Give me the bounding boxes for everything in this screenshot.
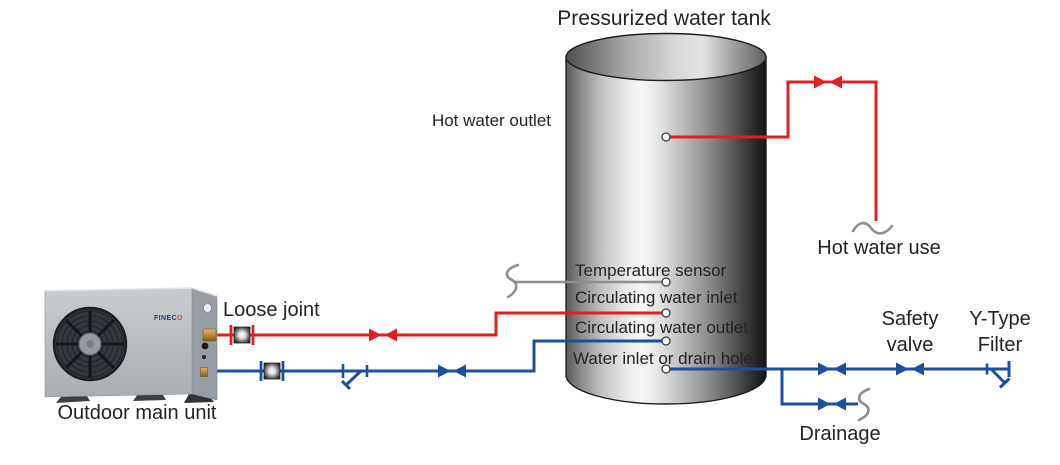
outdoor-main-unit-label: Outdoor main unit <box>58 402 217 424</box>
pipe-fitting-icon <box>202 328 217 342</box>
port-icon <box>202 355 206 359</box>
hot-valve-icon <box>814 75 842 89</box>
water-inlet-drain-label: Water inlet or drain hole <box>573 349 753 368</box>
hot-water-outlet-pipe <box>670 80 878 221</box>
tank-body <box>565 56 767 405</box>
brand-logo: FINECO <box>154 315 183 322</box>
loose-joint-cold-icon <box>259 361 285 381</box>
tank-top <box>565 32 767 82</box>
inlet-valve-icon <box>369 328 397 342</box>
circulating-outlet-port <box>661 336 671 346</box>
temperature-sensor-wire <box>505 263 662 299</box>
drain-valve-icon <box>818 397 846 411</box>
outdoor-main-unit: FINECO <box>44 287 218 403</box>
main-line-valve-icon <box>818 362 846 376</box>
vent-icon <box>203 303 212 313</box>
hot-water-outlet-port <box>661 132 671 142</box>
circulating-water-inlet-label: Circulating water inlet <box>575 288 738 307</box>
safety-valve-label-line1: Safety <box>882 308 939 330</box>
loose-joint-hot-icon <box>229 325 255 345</box>
tank-title: Pressurized water tank <box>557 7 771 30</box>
water-inlet-drain-port <box>661 364 671 374</box>
temperature-sensor-label: Temperature sensor <box>575 261 727 280</box>
y-type-filter-label-line1: Y-Type <box>969 308 1031 330</box>
y-strainer-left-icon <box>340 364 369 391</box>
port-icon <box>201 342 209 350</box>
drainage-squiggle-icon <box>857 387 871 422</box>
circulating-water-outlet-label: Circulating water outlet <box>575 318 748 337</box>
pipe-fitting-icon <box>200 367 208 377</box>
fan-icon <box>52 306 128 382</box>
circulating-water-inlet-pipe <box>214 311 662 337</box>
safety-valve-label-line2: valve <box>887 334 934 356</box>
safety-valve-icon <box>896 362 924 376</box>
hot-water-use-label: Hot water use <box>817 237 940 259</box>
circulating-water-outlet-pipe <box>215 339 662 373</box>
temperature-sensor-port <box>661 277 671 287</box>
hot-water-outlet-label: Hot water outlet <box>432 111 551 130</box>
drainage-label: Drainage <box>799 423 880 445</box>
hot-water-use-squiggle-icon <box>851 221 894 235</box>
y-type-filter-label-line2: Filter <box>978 334 1023 356</box>
outlet-valve-icon <box>438 364 466 378</box>
pressurized-water-tank <box>565 32 767 405</box>
tank-ports <box>661 132 671 374</box>
sensor-squiggle-icon <box>505 263 520 299</box>
y-type-filter-icon <box>985 361 1011 389</box>
unit-top-edge <box>44 287 218 297</box>
loose-joint-label: Loose joint <box>223 299 320 321</box>
circulating-inlet-port <box>661 308 671 318</box>
